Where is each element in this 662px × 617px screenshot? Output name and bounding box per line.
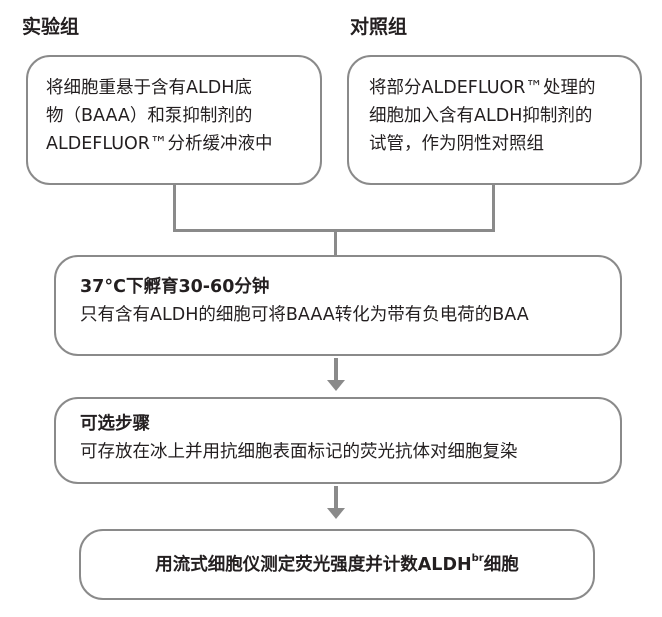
experimental-line-2: 物（BAAA）和泵抑制剂的 [46,106,253,126]
experimental-group-heading: 实验组 [22,16,80,38]
optional-step-title: 可选步骤 [80,414,150,434]
final-step-text-main: 用流式细胞仪测定荧光强度并计数ALDH [155,555,472,575]
incubation-step-box: 37°C下孵育30-60分钟 只有含有ALDH的细胞可将BAAA转化为带有负电荷… [54,255,622,356]
connector-left-vertical [173,185,176,231]
control-line-1: 将部分ALDEFLUOR™处理的 [369,78,596,98]
optional-step-text: 可存放在冰上并用抗细胞表面标记的荧光抗体对细胞复染 [80,442,518,462]
control-group-box: 将部分ALDEFLUOR™处理的 细胞加入含有ALDH抑制剂的 试管，作为阴性对… [347,55,642,185]
arrow-down-icon [327,380,345,391]
final-step-text: 用流式细胞仪测定荧光强度并计数ALDHbr细胞 [81,551,593,579]
control-line-3: 试管，作为阴性对照组 [369,134,544,154]
incubation-step-text: 只有含有ALDH的细胞可将BAAA转化为带有负电荷的BAA [80,305,529,325]
control-group-heading: 对照组 [350,16,408,38]
connector-center-vertical [334,229,337,255]
final-step-superscript: br [471,553,484,564]
arrow-2-shaft [334,486,338,510]
connector-right-vertical [492,185,495,231]
final-step-box: 用流式细胞仪测定荧光强度并计数ALDHbr细胞 [79,529,595,600]
arrow-1-shaft [334,358,338,382]
optional-step-box: 可选步骤 可存放在冰上并用抗细胞表面标记的荧光抗体对细胞复染 [54,397,622,484]
experimental-group-box: 将细胞重悬于含有ALDH底 物（BAAA）和泵抑制剂的 ALDEFLUOR™分析… [26,55,322,185]
arrow-down-icon [327,508,345,519]
incubation-step-title: 37°C下孵育30-60分钟 [80,277,270,297]
experimental-line-1: 将细胞重悬于含有ALDH底 [46,78,252,98]
control-line-2: 细胞加入含有ALDH抑制剂的 [369,106,593,126]
experimental-line-3: ALDEFLUOR™分析缓冲液中 [46,134,273,154]
final-step-text-end: 细胞 [483,555,519,575]
